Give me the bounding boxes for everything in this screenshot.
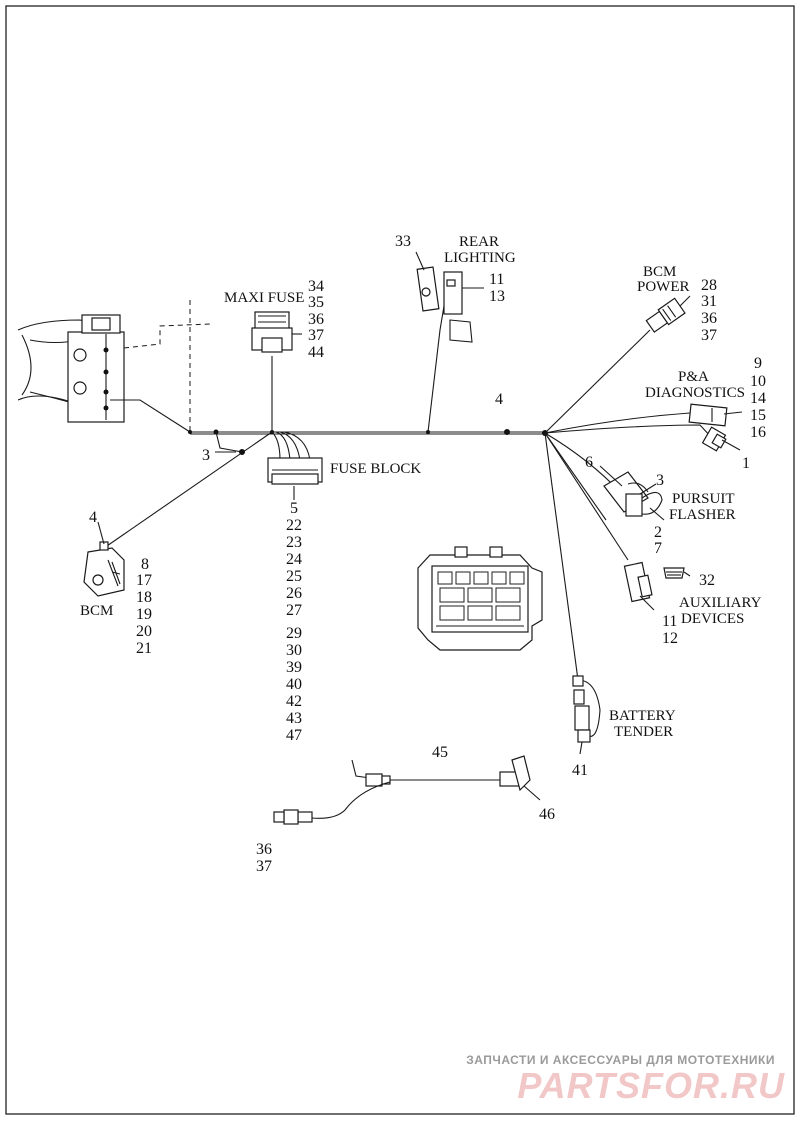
callout-fuse-block-10: 39 <box>286 659 302 676</box>
callout-rear-lighting-1: 11 <box>489 271 504 288</box>
rear-lighting-connectors <box>416 266 473 343</box>
callout-aux-2: 12 <box>662 630 678 647</box>
callout-bcm-1: 8 <box>141 556 149 573</box>
callout-maxi-fuse-3: 36 <box>308 311 324 328</box>
label-fuse-block: FUSE BLOCK <box>330 461 421 477</box>
label-flasher: FLASHER <box>669 507 736 523</box>
callout-fuse-block-9: 30 <box>286 642 302 659</box>
fuse-block-detail <box>417 546 543 651</box>
callout-fuse-block-1: 5 <box>290 500 298 517</box>
callout-pa-4: 15 <box>750 407 766 424</box>
ground-branch-wire <box>215 431 243 453</box>
callout-bcm-power-3: 36 <box>701 310 717 327</box>
bcm-power-connector <box>645 297 686 333</box>
callout-fuse-block-3: 23 <box>286 534 302 551</box>
fuse-block-branch-wires <box>271 431 311 461</box>
callout-flasher-1: 2 <box>654 524 662 541</box>
callout-4-bcm: 4 <box>89 509 97 526</box>
label-tender: TENDER <box>614 724 673 740</box>
callout-bottom-1: 36 <box>256 841 272 858</box>
callout-41: 41 <box>572 762 588 779</box>
callout-pa-1: 9 <box>754 355 762 372</box>
callout-pa-5: 16 <box>750 424 766 441</box>
label-battery: BATTERY <box>609 708 676 724</box>
label-devices: DEVICES <box>681 611 744 627</box>
frame-bracket-drawing <box>17 300 211 433</box>
label-auxiliary: AUXILIARY <box>679 595 762 611</box>
callout-bcm-6: 21 <box>136 640 152 657</box>
callout-pa-3: 14 <box>750 390 766 407</box>
callout-maxi-fuse-5: 44 <box>308 344 324 361</box>
callout-fuse-block-14: 47 <box>286 727 302 744</box>
callout-bcm-3: 18 <box>136 589 152 606</box>
callout-fuse-block-12: 42 <box>286 693 302 710</box>
callout-flasher-2: 7 <box>654 540 662 557</box>
callout-6: 6 <box>585 454 593 471</box>
callout-1: 1 <box>742 455 750 472</box>
diagram-frame <box>5 5 795 1115</box>
callout-46: 46 <box>539 806 555 823</box>
maxi-fuse-part <box>251 311 293 353</box>
callout-fuse-block-13: 43 <box>286 710 302 727</box>
ground-eyelet <box>239 449 245 455</box>
label-pursuit: PURSUIT <box>672 491 735 507</box>
pa-diagnostics-connectors <box>688 403 728 452</box>
label-pa: P&A <box>678 369 709 385</box>
bcm-module-part <box>83 541 125 597</box>
callout-45: 45 <box>432 744 448 761</box>
callout-fuse-block-6: 26 <box>286 585 302 602</box>
callout-bottom-2: 37 <box>256 858 272 875</box>
callout-fuse-block-8: 29 <box>286 625 302 642</box>
extension-harness-45 <box>273 755 531 825</box>
callout-maxi-fuse-4: 37 <box>308 327 324 344</box>
callout-maxi-fuse-1: 34 <box>308 278 324 295</box>
label-lighting: LIGHTING <box>444 250 516 266</box>
callout-3-flasher: 3 <box>656 472 664 489</box>
fuse-block-part <box>267 457 323 485</box>
leader-lines <box>97 251 743 801</box>
label-maxi-fuse: MAXI FUSE <box>224 290 304 306</box>
callout-bcm-power-2: 31 <box>701 293 717 310</box>
watermark-tagline: ЗАПЧАСТИ И АКСЕССУАРЫ ДЛЯ МОТОТЕХНИКИ <box>466 1053 775 1067</box>
label-bcm: BCM <box>80 603 113 619</box>
callout-bcm-4: 19 <box>136 606 152 623</box>
battery-tender-part <box>572 675 601 743</box>
auxiliary-devices-part <box>623 561 685 603</box>
right-fan-branch-wires <box>544 329 713 681</box>
callout-bcm-power-1: 28 <box>701 277 717 294</box>
label-power: POWER <box>637 279 690 295</box>
callout-fuse-block-5: 25 <box>286 568 302 585</box>
label-bcm-top: BCM <box>643 264 676 280</box>
callout-bcm-2: 17 <box>136 572 152 589</box>
callout-fuse-block-2: 22 <box>286 517 302 534</box>
main-harness-trunk <box>188 429 548 436</box>
label-diagnostics: DIAGNOSTICS <box>645 385 745 401</box>
callout-33: 33 <box>395 233 411 250</box>
label-rear: REAR <box>459 234 499 250</box>
callout-bcm-5: 20 <box>136 623 152 640</box>
rear-lighting-branch-wire <box>427 299 446 433</box>
callout-4-main: 4 <box>495 391 503 408</box>
callout-bcm-power-4: 37 <box>701 327 717 344</box>
watermark-logo: PARTSFOR.RU <box>517 1065 785 1106</box>
bcm-branch-wire <box>103 431 273 549</box>
callout-32: 32 <box>699 572 715 589</box>
callout-fuse-block-4: 24 <box>286 551 302 568</box>
callout-3-left: 3 <box>202 447 210 464</box>
callout-rear-lighting-2: 13 <box>489 288 505 305</box>
callout-pa-2: 10 <box>750 373 766 390</box>
callout-fuse-block-11: 40 <box>286 676 302 693</box>
pursuit-flasher-part <box>603 471 663 517</box>
callout-fuse-block-7: 27 <box>286 602 302 619</box>
callout-maxi-fuse-2: 35 <box>308 294 324 311</box>
callout-aux-1: 11 <box>662 613 677 630</box>
